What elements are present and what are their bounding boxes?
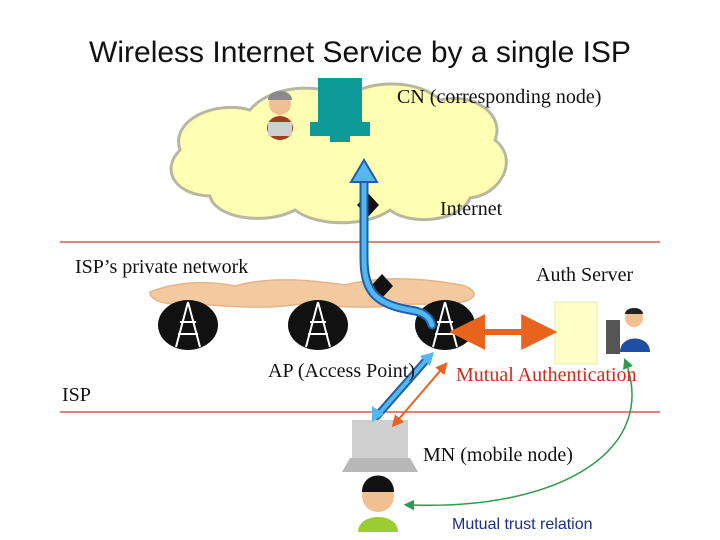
- mutual-trust-label: Mutual trust relation: [452, 516, 593, 533]
- laptop-icon: [342, 420, 418, 472]
- computer-icon: [310, 78, 370, 142]
- access-point-tower-icon: [288, 300, 348, 350]
- isp-private-network-label: ISP’s private network: [75, 256, 249, 278]
- internet-cloud: [169, 82, 508, 225]
- user-icon: [267, 91, 293, 140]
- mobile-node-label: MN (mobile node): [423, 444, 573, 466]
- mutual-trust-arc: [403, 358, 633, 511]
- access-point-tower-icon: [415, 300, 475, 350]
- access-point-label: AP (Access Point): [268, 360, 416, 382]
- isp-network-band: [149, 278, 475, 308]
- auth-server-label: Auth Server: [536, 264, 634, 286]
- data-path-arrow: [349, 158, 437, 330]
- diagram-title: Wireless Internet Service by a single IS…: [89, 36, 631, 69]
- mutual-authentication-label: Mutual Authentication: [456, 364, 637, 386]
- access-point-tower-icon: [158, 300, 218, 350]
- isp-label: ISP: [62, 384, 91, 406]
- admin-user-icon: [606, 308, 650, 354]
- cn-label: CN (corresponding node): [397, 86, 602, 108]
- internet-label: Internet: [440, 198, 503, 220]
- user-icon: [358, 475, 398, 532]
- server-icon: [554, 301, 598, 365]
